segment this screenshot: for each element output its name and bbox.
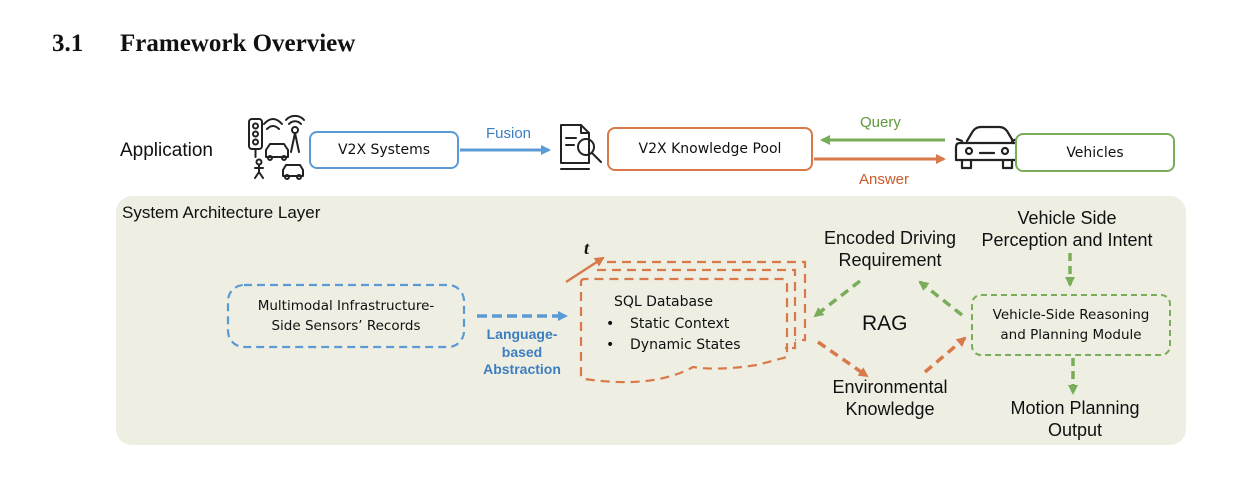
sql-database-shape	[579, 260, 807, 384]
application-row-label: Application	[120, 140, 213, 161]
sensor-records-box	[226, 283, 466, 349]
answer-label: Answer	[859, 171, 910, 188]
knowledge-pool-icon	[560, 124, 602, 170]
motion-output-label: Motion Planning Output	[985, 398, 1165, 441]
sql-database-title: SQL Database	[614, 294, 713, 310]
reasoning-module-line-1: Vehicle-Side Reasoning	[992, 306, 1150, 323]
encoded-requirement-label: Encoded Driving Requirement	[810, 228, 970, 271]
vehicle-side-perception-line-2: Perception and Intent	[981, 229, 1153, 250]
vehicles-box: Vehicles	[1015, 133, 1175, 172]
environmental-knowledge-label: Environmental Knowledge	[810, 377, 970, 420]
requirement-to-database-arrow	[813, 279, 862, 318]
knowledge-pool-label: V2X Knowledge Pool	[638, 141, 782, 157]
time-axis-label: t	[584, 238, 590, 258]
motion-output-line-1: Motion Planning	[1010, 398, 1140, 418]
section-number: 3.1	[52, 30, 84, 57]
vehicle-side-perception-line-1: Vehicle Side	[1017, 208, 1117, 228]
abstraction-line-1: Language-	[486, 326, 558, 342]
motion-output-line-2: Output	[1047, 419, 1103, 440]
sql-database-item-1: •Static Context	[606, 315, 730, 332]
vehicles-label: Vehicles	[1066, 144, 1124, 161]
vehicle-icon	[954, 125, 1020, 170]
reasoning-module-box: Vehicle-Side Reasoning and Planning Modu…	[971, 294, 1171, 356]
environmental-knowledge-line-2: Knowledge	[845, 398, 935, 419]
rag-label: RAG	[862, 312, 908, 335]
sensor-records-line-2: Side Sensors’ Records	[271, 318, 421, 334]
reasoning-to-requirement-arrow	[918, 280, 964, 317]
abstraction-line-2: based	[501, 343, 543, 360]
query-label: Query	[860, 114, 901, 131]
sensor-records-text: Multimodal Infrastructure- Side Sensors’…	[228, 285, 464, 347]
vehicle-side-perception-label: Vehicle Side Perception and Intent	[962, 208, 1172, 251]
v2x-systems-box: V2X Systems	[309, 131, 459, 169]
abstraction-line-3: Abstraction	[483, 361, 561, 377]
section-heading: 3.1 Framework Overview	[52, 30, 355, 58]
reasoning-module-line-2: and Planning Module	[1000, 327, 1142, 343]
fusion-label: Fusion	[486, 125, 532, 142]
encoded-requirement-line-1: Encoded Driving	[823, 228, 957, 248]
sensor-records-line-1: Multimodal Infrastructure-	[257, 297, 435, 314]
architecture-panel	[116, 196, 1186, 445]
sql-database-text: SQL Database •Static Context •Dynamic St…	[600, 292, 770, 357]
knowledge-pool-box: V2X Knowledge Pool	[607, 127, 813, 171]
encoded-requirement-line-2: Requirement	[838, 249, 942, 270]
environmental-knowledge-line-1: Environmental	[832, 377, 948, 397]
time-axis-arrow	[565, 256, 605, 284]
v2x-infrastructure-icon	[248, 114, 305, 180]
v2x-systems-label: V2X Systems	[337, 142, 431, 158]
section-title: Framework Overview	[120, 30, 356, 57]
abstraction-label: Language- based Abstraction	[472, 326, 572, 379]
sql-database-item-2: •Dynamic States	[606, 337, 741, 354]
database-to-knowledge-arrow	[817, 340, 869, 378]
architecture-title: System Architecture Layer	[122, 203, 321, 222]
knowledge-to-reasoning-arrow	[923, 336, 967, 374]
